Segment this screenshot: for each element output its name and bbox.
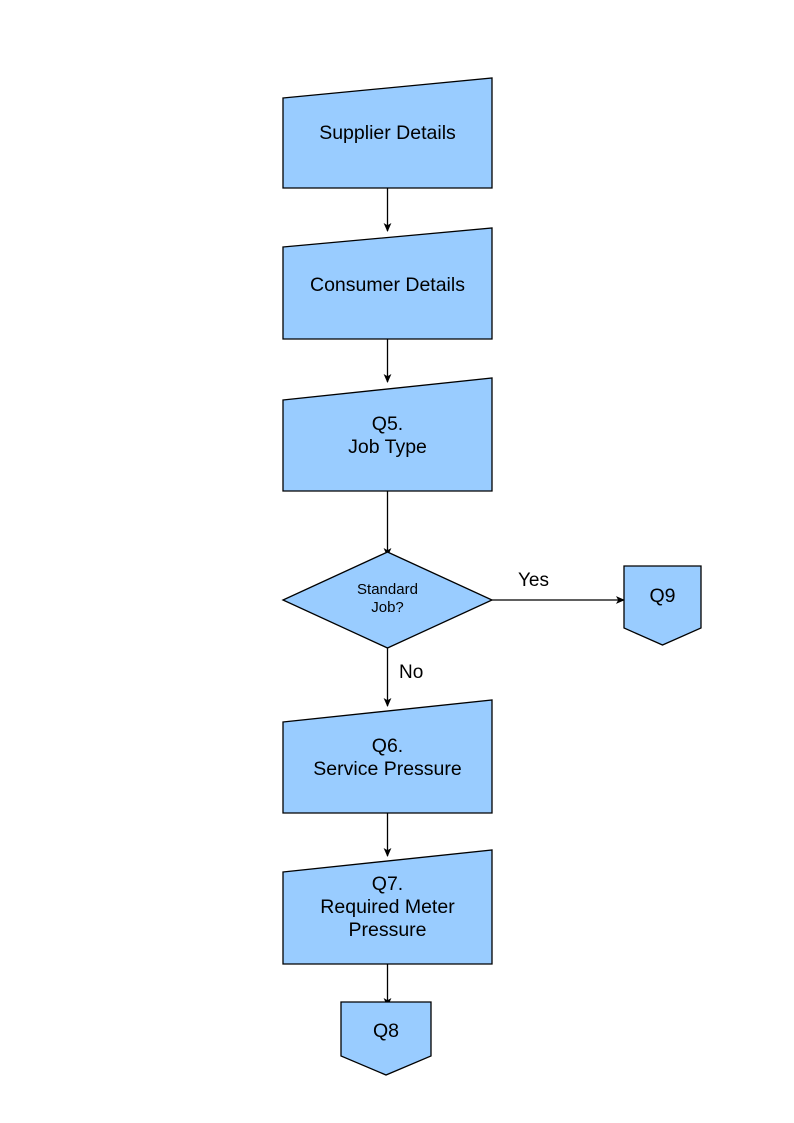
node-q7-required-meter-pressure[interactable] bbox=[282, 849, 493, 965]
edge-label-no: No bbox=[399, 662, 424, 683]
node-q8-terminal[interactable] bbox=[340, 1001, 432, 1076]
edge-label-yes: Yes bbox=[518, 570, 549, 591]
node-consumer-details[interactable] bbox=[282, 227, 493, 340]
node-q5-job-type[interactable] bbox=[282, 377, 493, 492]
node-q9-terminal[interactable] bbox=[623, 565, 702, 646]
node-q6-service-pressure[interactable] bbox=[282, 699, 493, 814]
node-standard-job-decision[interactable] bbox=[281, 551, 494, 649]
node-supplier-details[interactable] bbox=[282, 77, 493, 189]
